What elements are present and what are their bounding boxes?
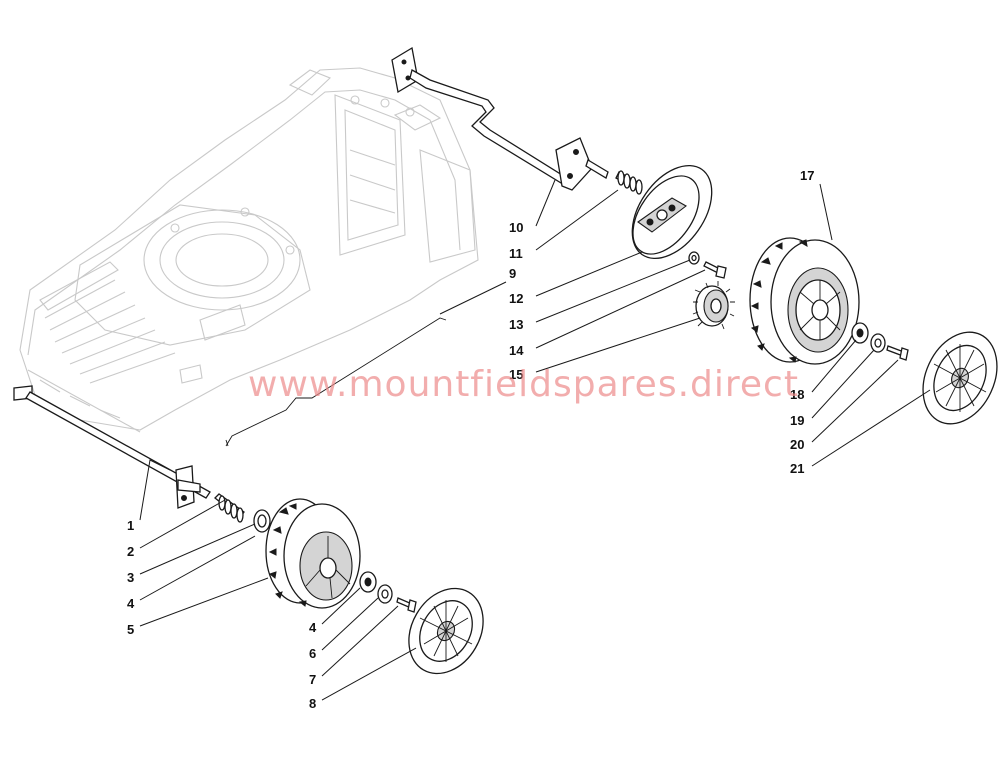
callout-7: 7 — [309, 672, 316, 687]
part-7-bolt — [396, 597, 417, 613]
callout-5: 5 — [127, 622, 134, 637]
callout-14: 14 — [509, 343, 524, 358]
callout-numbers: 1 2 3 4 5 4 6 7 8 9 10 11 12 13 14 15 17… — [127, 168, 814, 711]
part-11-spring — [615, 170, 643, 195]
part-14-bolt — [703, 261, 727, 279]
leader-lines — [139, 179, 931, 701]
part-20-bolt — [886, 345, 909, 361]
callout-3: 3 — [127, 570, 134, 585]
part-13-washer — [688, 251, 700, 265]
part-12-disc — [631, 164, 713, 260]
callout-10: 10 — [509, 220, 523, 235]
callout-11: 11 — [509, 246, 523, 261]
part-6-washer — [377, 584, 393, 604]
part-17-rear-wheel — [749, 237, 860, 365]
callout-20: 20 — [790, 437, 804, 452]
callout-1: 1 — [127, 518, 134, 533]
part-5-front-wheel — [265, 498, 361, 609]
callout-18: 18 — [790, 387, 804, 402]
part-19-washer — [870, 333, 886, 353]
part-1-front-axle — [13, 385, 211, 509]
part-9-cable — [225, 317, 447, 447]
part-18-bush-rear — [851, 322, 869, 344]
part-8-hubcap — [408, 587, 484, 675]
callout-17: 17 — [800, 168, 814, 183]
part-3-washer — [253, 509, 271, 533]
callout-2: 2 — [127, 544, 134, 559]
callout-6: 6 — [309, 646, 316, 661]
callout-21: 21 — [790, 461, 804, 476]
part-10-rear-axle — [391, 46, 609, 191]
callout-19: 19 — [790, 413, 804, 428]
part-15-pinion — [692, 281, 735, 330]
callout-9: 9 — [509, 266, 516, 281]
callout-4-b: 4 — [309, 620, 317, 635]
part-4-bush-front — [359, 571, 377, 593]
part-21-hubcap — [922, 331, 998, 425]
callout-12: 12 — [509, 291, 523, 306]
callout-4: 4 — [127, 596, 135, 611]
callout-13: 13 — [509, 317, 523, 332]
watermark-text: www.mountfieldspares.direct — [248, 364, 799, 405]
mower-deck — [19, 67, 479, 433]
callout-8: 8 — [309, 696, 316, 711]
part-2-spring — [214, 493, 245, 523]
callout-15: 15 — [509, 367, 523, 382]
